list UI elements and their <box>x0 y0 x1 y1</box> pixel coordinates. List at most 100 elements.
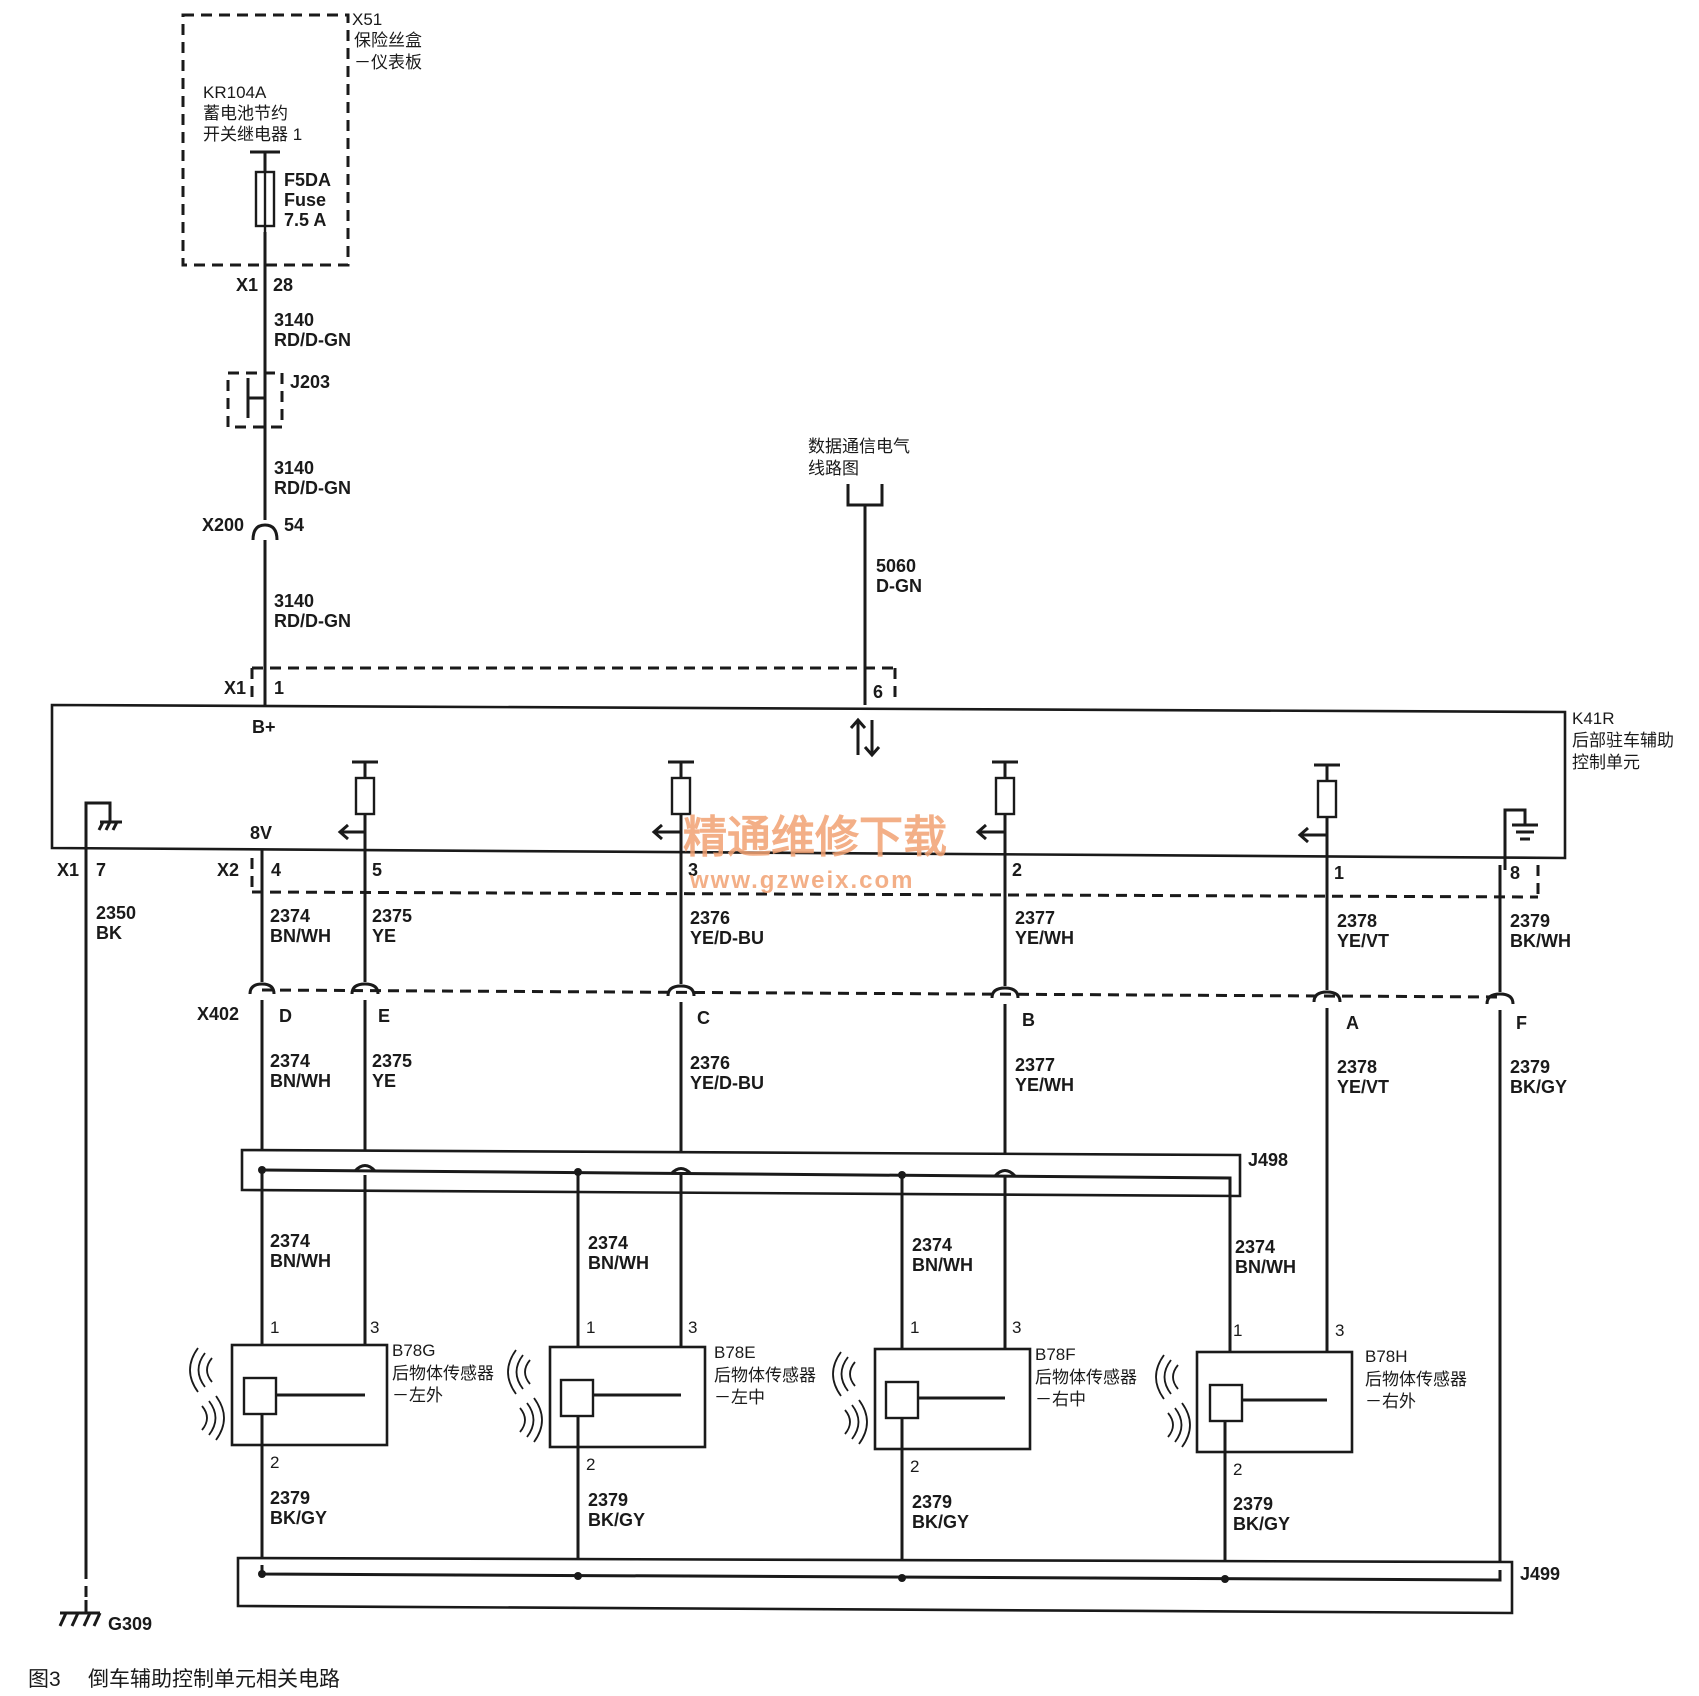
sensor-feed-4-color: BN/WH <box>1235 1257 1296 1277</box>
wire-number: 5060 <box>876 556 916 576</box>
x402-pin-2: E <box>378 1006 390 1026</box>
splice-pack-j499: J499 <box>236 1556 1560 1615</box>
x402-pin-5: A <box>1346 1013 1359 1033</box>
sensor-b78f: 1 3 2 B78F 后物体传感器 －右中 <box>832 1318 1137 1570</box>
ground-wire-number: 2350 <box>96 903 136 923</box>
lower-wire-5-color: YE/VT <box>1337 1077 1389 1097</box>
wire-number: 3140 <box>274 310 314 330</box>
x402-pin-1: D <box>279 1006 292 1026</box>
splice-j203: J203 <box>226 371 330 429</box>
watermark: 精通维修下载 www.gzweix.com <box>683 813 947 894</box>
pullup-resistor-3 <box>975 760 1018 870</box>
sensor-name: 后物体传感器 <box>392 1364 494 1383</box>
sensor-feed-4-number: 2374 <box>1235 1237 1275 1257</box>
x402-pin-6: F <box>1516 1013 1527 1033</box>
sensor-feed-1-number: 2374 <box>270 1231 310 1251</box>
fuse-id: F5DA <box>284 170 331 190</box>
sensor-feed-2-color: BN/WH <box>588 1253 649 1273</box>
sensor-b78h: 1 3 2 B78H 后物体传感器 －右外 <box>1155 1321 1467 1572</box>
ultrasonic-wave-icon <box>1155 1354 1191 1448</box>
figure-title: 倒车辅助控制单元相关电路 <box>88 1668 340 1691</box>
sensor-pin-3: 3 <box>688 1318 697 1337</box>
upper-wire-4-color: YE/WH <box>1015 928 1074 948</box>
sensor-feed-3-color: BN/WH <box>912 1255 973 1275</box>
data-ref: 数据通信电气 <box>808 437 910 456</box>
x1-ground-pin: 7 <box>96 860 106 880</box>
signal-ground-icon <box>1503 808 1538 870</box>
ultrasonic-wave-icon <box>189 1347 225 1441</box>
fuse-rating: 7.5 A <box>284 210 326 230</box>
splice-j498-label: J498 <box>1248 1150 1288 1170</box>
fuse-symbol <box>254 168 276 232</box>
wire-color: RD/D-GN <box>274 611 351 631</box>
module-x1-label: X1 <box>224 678 246 698</box>
upper-wire-2-number: 2375 <box>372 906 412 926</box>
splice-id: J203 <box>290 372 330 392</box>
upper-wire-1-number: 2374 <box>270 906 310 926</box>
upper-wire-6-number: 2379 <box>1510 911 1550 931</box>
lower-wire-6-number: 2379 <box>1510 1057 1550 1077</box>
sensor-position: －左中 <box>714 1388 765 1407</box>
fuse-box-id: X51 <box>352 10 382 29</box>
harness-wires <box>260 850 1502 1570</box>
sensor-pin-1: 1 <box>270 1318 279 1337</box>
x2-pin-3: 3 <box>688 860 698 880</box>
sensor-b78e: 1 3 2 B78E 后物体传感器 －左中 <box>507 1318 816 1568</box>
x2-pin-4: 2 <box>1012 860 1022 880</box>
data-arrows-icon <box>849 717 881 758</box>
relay-id: KR104A <box>203 83 267 102</box>
lower-wire-2-number: 2375 <box>372 1051 412 1071</box>
x2-pin-6: 8 <box>1510 863 1520 883</box>
fuse-word: Fuse <box>284 190 326 210</box>
upper-wire-6-color: BK/WH <box>1510 931 1571 951</box>
sensor-pin-3: 3 <box>370 1318 379 1337</box>
lower-wire-3-color: YE/D-BU <box>690 1073 764 1093</box>
x2-pin-5: 1 <box>1334 863 1344 883</box>
x402-pin-4: B <box>1022 1010 1035 1030</box>
wire-color: RD/D-GN <box>274 478 351 498</box>
ultrasonic-wave-icon <box>507 1349 543 1443</box>
sensor-id: B78F <box>1035 1345 1076 1364</box>
wire-number: 3140 <box>274 591 314 611</box>
upper-wire-5-color: YE/VT <box>1337 931 1389 951</box>
sensor-ground-3-number: 2379 <box>912 1492 952 1512</box>
wire-color: RD/D-GN <box>274 330 351 350</box>
module-id: K41R <box>1572 709 1615 728</box>
sensor-ground-4-number: 2379 <box>1233 1494 1273 1514</box>
wire-number: 3140 <box>274 458 314 478</box>
module-name-2: 控制单元 <box>1572 753 1640 772</box>
x200-label: X200 <box>202 515 244 535</box>
fuse-box-name-suffix: －仪表板 <box>354 53 422 72</box>
data-pin: 6 <box>873 682 883 702</box>
sensor-name: 后物体传感器 <box>714 1366 816 1385</box>
sensor-position: －左外 <box>392 1386 443 1405</box>
sensor-position: －右中 <box>1035 1390 1086 1409</box>
relay-name-2: 开关继电器 1 <box>203 125 302 144</box>
sensor-position: －右外 <box>1365 1392 1416 1411</box>
lower-wire-6-color: BK/GY <box>1510 1077 1567 1097</box>
sensor-name: 后物体传感器 <box>1365 1370 1467 1389</box>
x1-pin: 28 <box>273 275 293 295</box>
x2-label: X2 <box>217 860 239 880</box>
wire-color: D-GN <box>876 576 922 596</box>
upper-wire-2-color: YE <box>372 926 396 946</box>
sensor-ground-4-color: BK/GY <box>1233 1514 1290 1534</box>
sensor-id: B78G <box>392 1341 435 1360</box>
sensor-b78g: 1 3 2 B78G 后物体传感器 －左外 <box>189 1318 494 1565</box>
lower-wire-4-color: YE/WH <box>1015 1075 1074 1095</box>
x402-label: X402 <box>197 1004 239 1024</box>
sensor-pin-3: 3 <box>1335 1321 1344 1340</box>
data-ref-2: 线路图 <box>808 459 859 478</box>
ground-g309-icon <box>58 1600 102 1627</box>
data-link-5060: 数据通信电气 线路图 5060 D-GN <box>808 437 922 705</box>
sensor-ground-3-color: BK/GY <box>912 1512 969 1532</box>
figure-caption: 图3 倒车辅助控制单元相关电路 <box>28 1668 340 1691</box>
sensor-pin-2: 2 <box>586 1455 595 1474</box>
pullup-resistor-2 <box>651 760 694 870</box>
sensor-pin-1: 1 <box>1233 1321 1242 1340</box>
ground-id: G309 <box>108 1614 152 1634</box>
sensor-pin-2: 2 <box>910 1457 919 1476</box>
lower-wire-1-color: BN/WH <box>270 1071 331 1091</box>
sensor-name: 后物体传感器 <box>1035 1368 1137 1387</box>
feed-wire-3140: X1 28 3140 RD/D-GN J203 3140 RD/D-GN X20… <box>202 232 351 705</box>
